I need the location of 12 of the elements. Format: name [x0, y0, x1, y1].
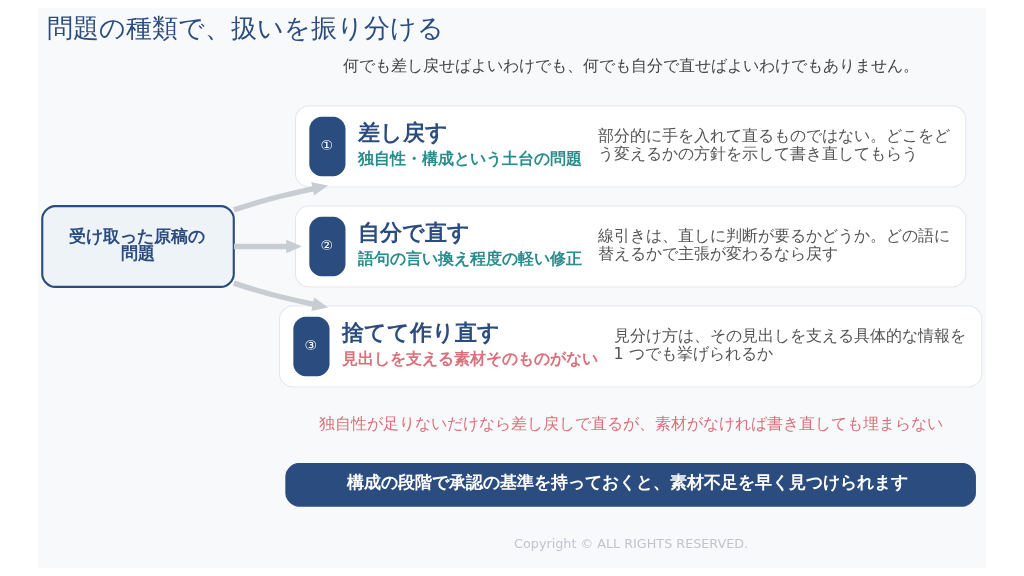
node-box: ② 自分で直す 語句の言い換え程度の軽い修正 線引きは、直しに判断が要るかどうか。どの語に替えるかで主張が変わるなら戻す — [294, 205, 967, 288]
label: Copyright © ALL RIGHTS RESERVED. — [514, 535, 749, 551]
arrow — [233, 280, 329, 311]
node-box: 受け取った原稿の問題 — [41, 205, 235, 288]
arrow — [233, 182, 329, 213]
label: 独自性が足りないだけなら差し戻しで直るが、素材がなければ書き直しても埋まらない — [318, 413, 943, 433]
label: 何でも差し戻せばよいわけでも、何でも自分で直せばよいわけでもありません。 — [342, 56, 919, 76]
diagram-title: 問題の種類で、扱いを振り分ける — [46, 13, 444, 44]
arrow — [233, 239, 302, 254]
node-box: 構成の段階で承認の基準を持っておくと、素材不足を早く見つけられます — [285, 463, 976, 507]
node-box: ③ 捨てて作り直す 見出しを支える素材そのものがない 見分け方は、その見出しを支える具体的な情報を 1 つでも挙げられるか — [279, 305, 983, 388]
node-box: ① 差し戻す 独自性・構成という土台の問題 部分的に手を入れて直るものではない。どこをどう変えるかの方針を示して書き直してもらう — [294, 105, 967, 188]
